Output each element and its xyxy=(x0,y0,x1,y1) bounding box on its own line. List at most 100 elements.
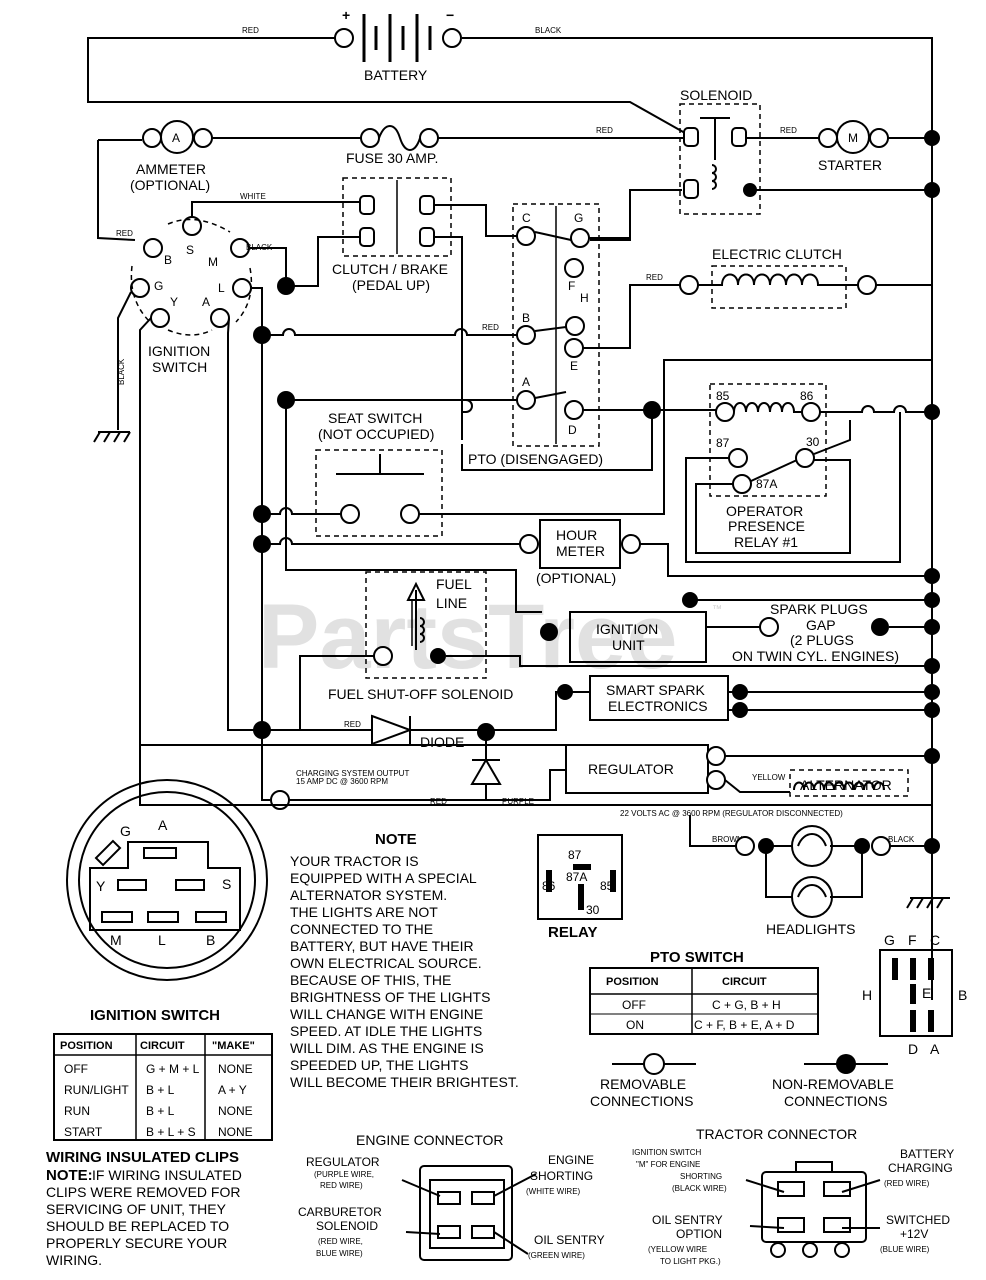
tc-ign-2: "M" FOR ENGINE xyxy=(636,1160,700,1169)
rb-86: 86 xyxy=(542,879,556,893)
wire-brown: BROWN xyxy=(712,835,743,844)
ec-eng-3: (WHITE WIRE) xyxy=(526,1187,581,1196)
insulated-clips-note: WIRING INSULATED CLIPS NOTE: IF WIRING I… xyxy=(46,1149,242,1268)
pto-a: A xyxy=(522,375,530,389)
note-line: CONNECTED TO THE xyxy=(290,921,433,937)
wire-red: RED xyxy=(780,126,797,135)
pf-a: A xyxy=(930,1041,940,1057)
insulated-line: WIRING. xyxy=(46,1252,102,1268)
wire-red: RED xyxy=(116,229,133,238)
pedal-up-label: (PEDAL UP) xyxy=(352,277,430,293)
tc-oil-1: OIL SENTRY xyxy=(652,1213,723,1227)
face-a: A xyxy=(158,817,168,833)
pto-table-cell: C + G, B + H xyxy=(712,998,781,1012)
ec-carb-1: CARBURETOR xyxy=(298,1205,382,1219)
pf-h: H xyxy=(862,987,872,1003)
ec-reg-1: REGULATOR xyxy=(306,1155,380,1169)
ign-table-cell: A + Y xyxy=(218,1083,247,1097)
pto-f: F xyxy=(568,279,575,293)
pto-h: H xyxy=(580,291,589,305)
headlights: BROWN BLACK HEADLIGHTS xyxy=(139,745,950,937)
note-line: WILL BECOME THEIR BRIGHTEST. xyxy=(290,1074,519,1090)
hour-label-1: HOUR xyxy=(556,527,597,543)
pf-g: G xyxy=(884,932,895,948)
pto-table-header: POSITION xyxy=(606,976,659,988)
pto-label: PTO (DISENGAGED) xyxy=(468,451,603,467)
ign-pin-m: M xyxy=(208,255,218,269)
ec-carb-4: BLUE WIRE) xyxy=(316,1249,363,1258)
note-line: BECAUSE OF THIS, THE xyxy=(290,972,451,988)
ign-table-cell: RUN/LIGHT xyxy=(64,1083,129,1097)
note-line: YOUR TRACTOR IS xyxy=(290,853,419,869)
ec-carb-3: (RED WIRE, xyxy=(318,1237,363,1246)
diode-label: DIODE xyxy=(420,734,464,750)
smart-spark: SMART SPARK ELECTRONICS xyxy=(488,675,940,731)
note-line: SPEEDED UP, THE LIGHTS xyxy=(290,1057,468,1073)
regulator-label: REGULATOR xyxy=(588,761,674,777)
charging-label-1: CHARGING SYSTEM OUTPUT xyxy=(296,769,409,778)
ec-reg-2: (PURPLE WIRE, xyxy=(314,1170,374,1179)
pto-switch: C G F H B E A D PTO (DISENGAGED) RED RED xyxy=(253,203,716,471)
charging-system: DIODE RED CHARGING SYSTEM OUTPUT 15 AMP … xyxy=(253,714,940,818)
legend-nonremovable-2: CONNECTIONS xyxy=(784,1093,887,1109)
pto-c: C xyxy=(522,211,531,225)
ign-table-cell: G + M + L xyxy=(146,1062,200,1076)
legend: REMOVABLE CONNECTIONS NON-REMOVABLE CONN… xyxy=(590,1053,894,1109)
battery-label: BATTERY xyxy=(364,67,428,83)
pf-b: B xyxy=(958,987,967,1003)
relay-87: 87 xyxy=(716,436,730,450)
face-s: S xyxy=(222,876,231,892)
note-line: WILL CHANGE WITH ENGINE xyxy=(290,1006,483,1022)
insulated-title: WIRING INSULATED CLIPS xyxy=(46,1149,239,1166)
ign-table-title: IGNITION SWITCH xyxy=(90,1007,220,1024)
wire-black: BLACK xyxy=(888,835,915,844)
pto-g: G xyxy=(574,211,583,225)
tc-oil-2: OPTION xyxy=(676,1227,722,1241)
opr-label-2: PRESENCE xyxy=(728,518,805,534)
insulated-line: IF WIRING INSULATED xyxy=(92,1167,242,1183)
face-l: L xyxy=(158,932,166,948)
tc-bat-3: (RED WIRE) xyxy=(884,1179,930,1188)
pto-table-cell: OFF xyxy=(622,998,646,1012)
pf-f: F xyxy=(908,932,917,948)
note-line: THE LIGHTS ARE NOT xyxy=(290,904,438,920)
relay-title: RELAY xyxy=(548,924,597,941)
tc-sw-1: SWITCHED xyxy=(886,1213,950,1227)
face-g: G xyxy=(120,823,131,839)
engine-connector: ENGINE CONNECTOR REGULATOR (PURPLE WIRE,… xyxy=(298,1132,605,1261)
relay-87a: 87A xyxy=(756,477,777,491)
seat-switch-label: SEAT SWITCH xyxy=(328,410,422,426)
wire-yellow: YELLOW xyxy=(752,773,786,782)
ign-table-cell: NONE xyxy=(218,1125,253,1139)
ign-pin-l: L xyxy=(218,281,225,295)
ign-table-cell: RUN xyxy=(64,1104,90,1118)
ec-reg-3: RED WIRE) xyxy=(320,1181,363,1190)
pto-table-header: CIRCUIT xyxy=(722,976,767,988)
ign-pin-a: A xyxy=(202,295,210,309)
ign-switch-label-2: SWITCH xyxy=(152,359,207,375)
wire-red: RED xyxy=(482,323,499,332)
fuel-ignition-section: FUEL LINE FUEL SHUT-OFF SOLENOID IGNITIO… xyxy=(285,400,940,730)
legend-nonremovable-1: NON-REMOVABLE xyxy=(772,1076,894,1092)
motor-m: M xyxy=(848,131,858,145)
watermark-tm: ™ xyxy=(712,604,722,615)
legend-removable-1: REMOVABLE xyxy=(600,1076,686,1092)
smart-label-1: SMART SPARK xyxy=(606,682,705,698)
pto-e: E xyxy=(570,359,578,373)
ign-table-cell: START xyxy=(64,1125,103,1139)
insulated-line: PROPERLY SECURE YOUR xyxy=(46,1235,227,1251)
ignition-switch: B S M G L Y A IGNITION SWITCH RED BLACK … xyxy=(93,140,566,746)
tc-oil-3: (YELLOW WIRE xyxy=(648,1245,707,1254)
rb-87a: 87A xyxy=(566,870,587,884)
spark-label-4: ON TWIN CYL. ENGINES) xyxy=(732,648,899,664)
tc-ign-1: IGNITION SWITCH xyxy=(632,1148,702,1157)
hour-label-2: METER xyxy=(556,543,605,559)
rb-30: 30 xyxy=(586,903,600,917)
ign-table-cell: OFF xyxy=(64,1062,88,1076)
